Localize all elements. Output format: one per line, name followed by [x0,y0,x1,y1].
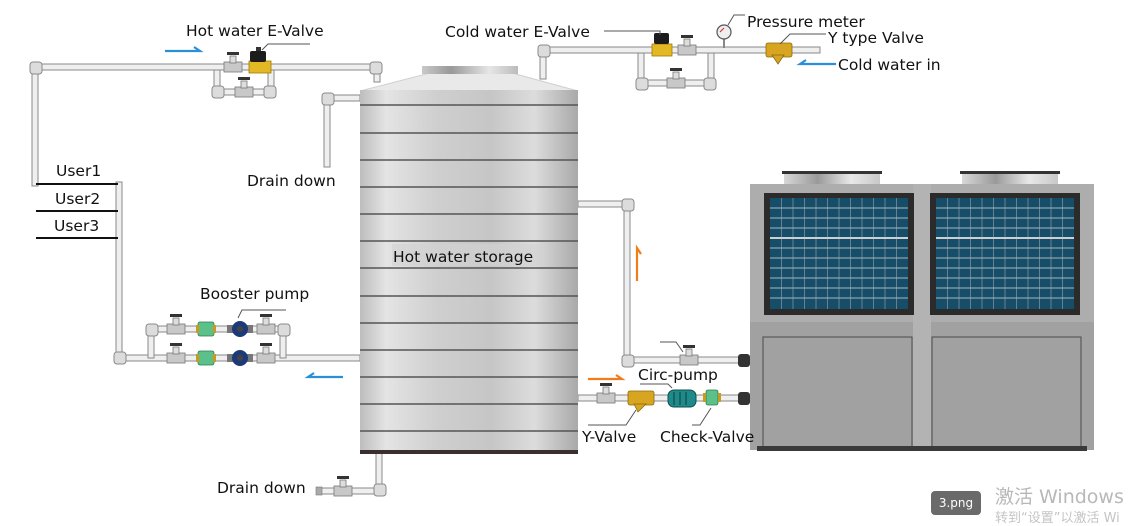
panel-right [931,336,1082,448]
fan-housing-right [962,172,1058,186]
pressure-meter-label: Pressure meter [747,13,865,31]
pipe-hot-left-vertical [31,63,39,187]
gate-valve-hot-line[interactable] [223,51,243,73]
user3-label: User3 [54,217,99,235]
hot-water-evalve[interactable] [248,47,272,74]
user2-label: User2 [55,190,100,208]
heat-pump-unit [750,171,1094,451]
activation-watermark-title: 激活 Windows [995,486,1124,508]
user-outlets: User1 User2 User3 [36,162,118,239]
fan-housing-left [784,172,880,186]
y-type-valve-label: Y type Valve [827,29,924,47]
arrow-right-orange-icon [588,374,626,381]
booster-pump-lower[interactable] [227,350,253,366]
gate-valve-hot-bypass[interactable] [234,76,254,98]
cold-water-evalve-label: Cold water E-Valve [445,23,590,41]
y-type-valve-cold[interactable] [765,42,793,65]
circ-pump[interactable] [667,389,697,408]
booster-pump-upper[interactable] [227,321,253,337]
gate-valve-drain-bottom[interactable] [333,475,353,497]
hot-water-storage-tank: Hot water storage [359,66,579,454]
cold-water-evalve[interactable] [651,33,673,57]
hot-water-storage-label: Hot water storage [393,248,533,266]
hot-water-evalve-label: Hot water E-Valve [186,22,324,40]
gate-valve-booster-lower-in[interactable] [166,342,186,364]
drain-down-top-label: Drain down [247,172,336,190]
heat-pump-outlet-coupling [738,392,750,405]
pipe-drain-top [323,94,331,168]
activation-watermark-subtitle: 转到“设置”以激活 Wi [995,511,1120,526]
gate-valve-heat-pump-return[interactable] [679,344,699,366]
drain-down-bottom-label: Drain down [217,479,306,497]
y-valve-label: Y-Valve [581,428,636,446]
gate-valve-cold-bypass[interactable] [666,67,686,89]
y-valve-circulation[interactable] [627,390,655,413]
pressure-meter[interactable] [716,24,732,48]
user1-label: User1 [56,162,101,180]
booster-line-upper [166,313,276,337]
check-valve-circulation[interactable] [703,389,721,406]
filename-badge: 3.png [931,491,981,515]
tank-bands [360,104,578,432]
cold-water-in-label: Cold water in [838,56,941,74]
panel-left [762,336,913,448]
gate-valve-cold-line[interactable] [677,34,697,56]
check-valve-booster-upper[interactable] [196,321,216,337]
booster-pump-label: Booster pump [200,285,309,303]
circ-pump-label: Circ-pump [638,366,718,384]
arrow-return-left-icon [304,372,343,379]
flow-arrows [165,46,836,381]
gate-valve-booster-upper-out[interactable] [256,313,276,335]
gate-valve-booster-upper-in[interactable] [166,313,186,335]
arrow-hot-right-icon [165,46,204,53]
pipe-user-return [115,181,123,363]
booster-line-lower [166,342,276,366]
pipe-hot-top [31,63,381,71]
arrow-up-orange-icon [635,244,642,281]
heat-pump-inlet-coupling [738,354,750,367]
check-valve-label: Check-Valve [660,428,754,446]
gate-valve-circulation[interactable] [596,382,616,404]
gate-valve-booster-lower-out[interactable] [256,342,276,364]
tank-lid [422,66,518,74]
arrow-cold-in-icon [796,59,836,66]
check-valve-booster-lower[interactable] [196,350,216,366]
